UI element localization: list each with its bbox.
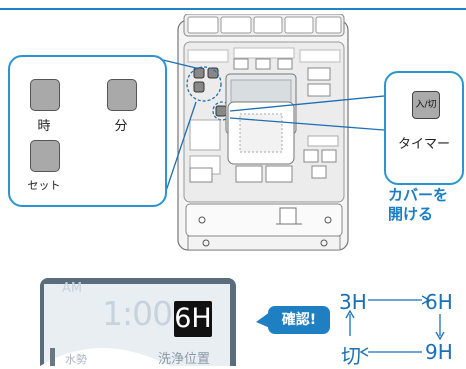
lcd-am: AM [62,281,83,296]
timer-onoff-button[interactable]: 入/切 [412,91,440,119]
right-callout: 入/切 タイマー [384,71,464,185]
lcd-water-pressure: 水勢 [65,353,87,366]
timer-label: タイマー [397,137,450,152]
remote-control [177,14,349,251]
cycle-arrows [345,295,445,357]
hour-button[interactable] [30,79,60,111]
set-button[interactable] [30,140,60,172]
confirm-pointer [256,312,270,328]
lcd-wash-position: 洗浄位置 [158,352,211,367]
lcd-timer-value: 6H [174,301,212,337]
hour-label: 時 [37,119,51,134]
cover-text-line2: 開ける [388,205,434,223]
minute-label: 分 [114,119,128,134]
minute-button[interactable] [107,79,137,111]
left-callout: 時 分 セット [8,55,167,207]
top-tab-icons [187,16,342,34]
cycle-off: 切 [341,344,361,368]
top-rule [0,8,466,10]
lcd-time: 1:00 [102,294,173,333]
set-label: セット [27,179,61,192]
cycle-3h: 3H [339,290,367,314]
open-cover-instruction: カバーを 開ける [388,186,464,224]
cycle-9h: 9H [425,340,453,364]
cycle-6h: 6H [425,290,453,314]
confirm-badge: 確認! [268,306,330,334]
cover-text-line1: カバーを [388,186,449,204]
